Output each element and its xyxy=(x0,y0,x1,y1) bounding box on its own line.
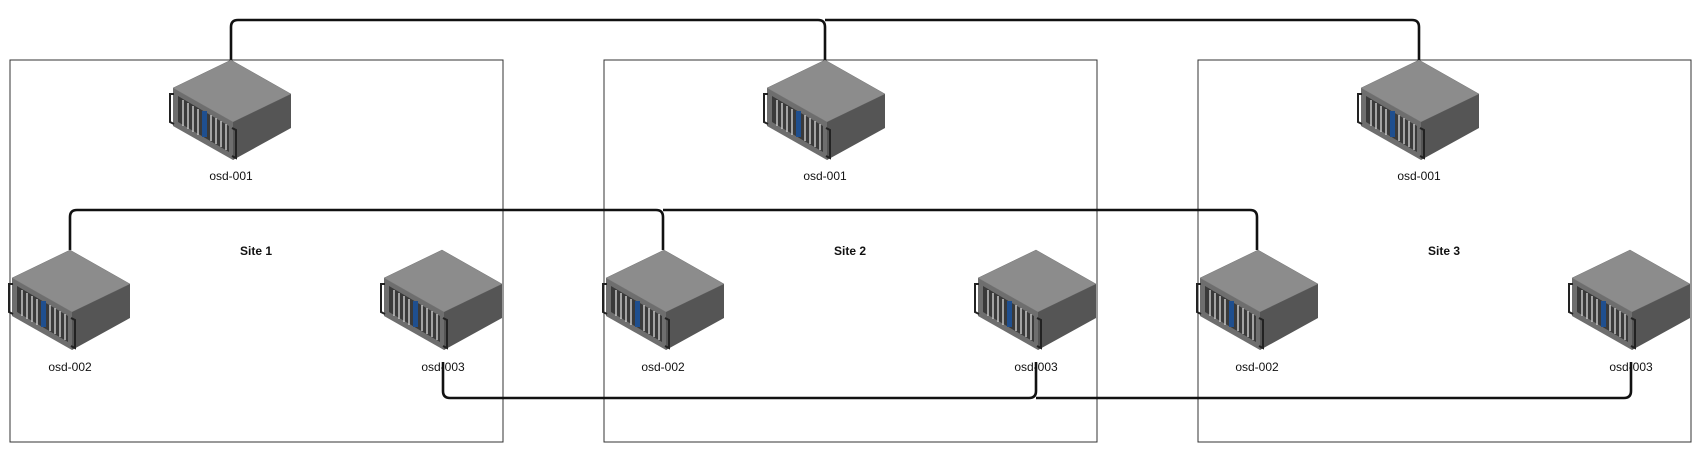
rack-server-icon xyxy=(1196,249,1319,351)
node-label: osd-002 xyxy=(641,360,685,374)
rack-server-icon xyxy=(1357,59,1480,161)
node-label: osd-002 xyxy=(48,360,92,374)
node-label: osd-003 xyxy=(421,360,465,374)
site-3: Site 3 osd-001 osd-002 osd-003 xyxy=(1196,59,1691,374)
node-label: osd-001 xyxy=(803,169,847,183)
node-label: osd-003 xyxy=(1609,360,1653,374)
link-osd-003 xyxy=(441,362,1633,400)
server-node-osd-003[interactable]: osd-003 xyxy=(974,249,1097,374)
rack-server-icon xyxy=(763,59,886,161)
link-osd-001 xyxy=(229,18,1421,60)
site-box-2 xyxy=(603,59,1098,443)
server-node-osd-003[interactable]: osd-003 xyxy=(1568,249,1691,374)
server-node-osd-001[interactable]: osd-001 xyxy=(763,59,886,183)
node-label: osd-001 xyxy=(1397,169,1441,183)
site-2: Site 2 osd-001 osd-002 osd-003 xyxy=(602,59,1097,374)
node-label: osd-002 xyxy=(1235,360,1279,374)
rack-server-icon xyxy=(8,249,131,351)
server-node-osd-001[interactable]: osd-001 xyxy=(169,59,292,183)
server-node-osd-002[interactable]: osd-002 xyxy=(602,249,725,374)
server-node-osd-003[interactable]: osd-003 xyxy=(380,249,503,374)
rack-server-icon xyxy=(974,249,1097,351)
rack-server-icon xyxy=(602,249,725,351)
site-label: Site 3 xyxy=(1428,244,1460,258)
link-osd-002 xyxy=(68,208,1259,250)
server-node-osd-001[interactable]: osd-001 xyxy=(1357,59,1480,183)
rack-server-icon xyxy=(169,59,292,161)
site-label: Site 1 xyxy=(240,244,272,258)
rack-server-icon xyxy=(380,249,503,351)
site-label: Site 2 xyxy=(834,244,866,258)
site-box-3 xyxy=(1197,59,1692,443)
site-box-1 xyxy=(9,59,504,443)
node-label: osd-003 xyxy=(1014,360,1058,374)
rack-server-icon xyxy=(1568,249,1691,351)
site-1: Site 1 osd-001 osd-002 osd-003 xyxy=(8,59,503,374)
node-label: osd-001 xyxy=(209,169,253,183)
server-node-osd-002[interactable]: osd-002 xyxy=(1196,249,1319,374)
server-node-osd-002[interactable]: osd-002 xyxy=(8,249,131,374)
